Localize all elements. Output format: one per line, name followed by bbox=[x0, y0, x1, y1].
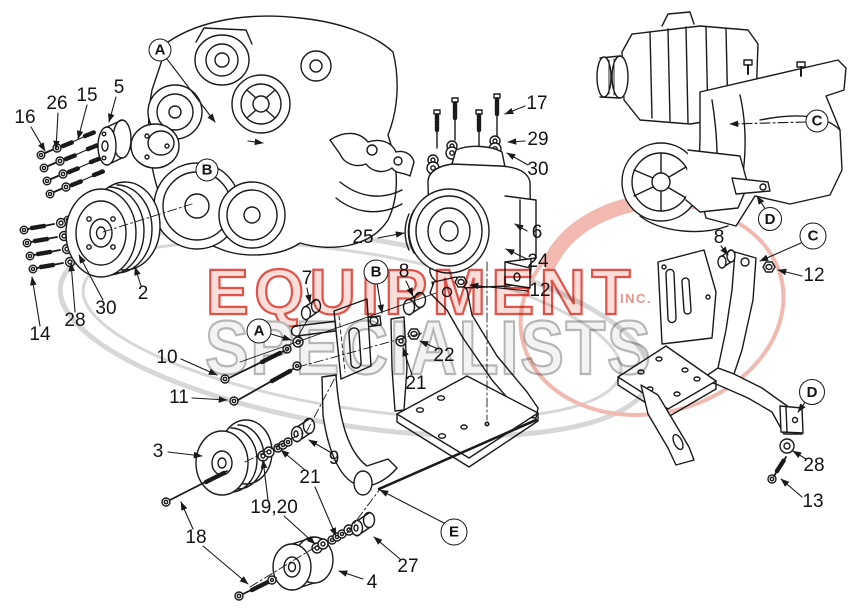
callout-number-6: 6 bbox=[531, 222, 543, 243]
axis-lines bbox=[102, 203, 490, 588]
callout-number-12: 12 bbox=[529, 280, 551, 301]
bolt-row bbox=[45, 168, 107, 199]
callout-number-18: 18 bbox=[185, 527, 207, 548]
callout-letter-E: E bbox=[440, 518, 468, 546]
callout-number-13: 13 bbox=[802, 491, 824, 512]
callout-number-5: 5 bbox=[113, 77, 125, 98]
spacer-27 bbox=[350, 511, 376, 537]
callout-number-22: 22 bbox=[433, 345, 455, 366]
callout-number-15: 15 bbox=[76, 85, 98, 106]
bolt-18-lower bbox=[234, 575, 277, 601]
callout-number-9: 9 bbox=[328, 448, 340, 469]
callout-number-11: 11 bbox=[169, 387, 189, 408]
callout-number-24: 24 bbox=[527, 251, 549, 272]
callout-number-21: 21 bbox=[299, 467, 321, 488]
nut-12-center bbox=[454, 276, 468, 288]
callout-number-12: 12 bbox=[803, 265, 825, 286]
spacer-7 bbox=[296, 298, 322, 339]
callout-number-8: 8 bbox=[713, 227, 725, 248]
callout-number-8: 8 bbox=[398, 261, 410, 282]
callout-letter-B: B bbox=[363, 259, 389, 285]
callout-letter-B: B bbox=[195, 158, 219, 182]
callout-number-19,20: 19,20 bbox=[250, 497, 298, 518]
bolt-10 bbox=[220, 350, 285, 384]
callout-number-28: 28 bbox=[803, 455, 825, 476]
spacer-5 bbox=[97, 119, 132, 166]
callout-letter-A: A bbox=[246, 318, 272, 344]
callout-number-14: 14 bbox=[29, 324, 51, 345]
callout-number-7: 7 bbox=[301, 268, 313, 289]
callout-number-30: 30 bbox=[527, 159, 549, 180]
callout-number-4: 4 bbox=[366, 572, 378, 593]
callout-number-27: 27 bbox=[397, 556, 419, 577]
washers-19-20-21-lower bbox=[311, 524, 355, 554]
callout-letter-C: C bbox=[799, 222, 827, 250]
compressor-bolt bbox=[426, 109, 441, 175]
compressor-bolt bbox=[445, 97, 459, 160]
bolt-18-upper bbox=[161, 470, 228, 507]
plate-bolt bbox=[743, 59, 753, 75]
callout-letter-A: A bbox=[148, 38, 172, 62]
callout-number-17: 17 bbox=[526, 93, 548, 114]
plate-bolt bbox=[796, 61, 806, 77]
bolt-row bbox=[39, 142, 101, 173]
washer-bolt10-group bbox=[282, 336, 304, 371]
callout-number-10: 10 bbox=[156, 347, 178, 368]
compressor-assembly bbox=[404, 93, 537, 303]
bolt-13 bbox=[767, 456, 787, 484]
callout-number-2: 2 bbox=[137, 283, 149, 304]
spacer-9 bbox=[290, 417, 316, 443]
callout-number-3: 3 bbox=[152, 441, 164, 462]
bolt-set-16-26-15 bbox=[36, 129, 107, 199]
callout-number-16: 16 bbox=[14, 107, 36, 128]
engine-side-view bbox=[596, 11, 847, 233]
callout-number-29: 29 bbox=[527, 129, 549, 150]
callout-letter-C: C bbox=[805, 109, 829, 133]
callout-letter-D: D bbox=[758, 207, 782, 231]
spacer-8-center bbox=[402, 291, 427, 316]
callout-number-26: 26 bbox=[46, 93, 68, 114]
callout-number-25: 25 bbox=[352, 227, 374, 248]
washer-28-right bbox=[779, 438, 795, 454]
engine-front-view bbox=[130, 15, 415, 256]
bolt-11 bbox=[229, 368, 294, 406]
bolt-row bbox=[42, 155, 104, 186]
nut-12-right bbox=[762, 261, 776, 273]
right-bracket bbox=[617, 249, 804, 484]
callout-number-28: 28 bbox=[64, 310, 86, 331]
callout-letter-D: D bbox=[799, 379, 825, 405]
callout-number-30: 30 bbox=[95, 298, 117, 319]
bolt-row bbox=[19, 215, 73, 235]
callout-number-21: 21 bbox=[405, 373, 427, 394]
